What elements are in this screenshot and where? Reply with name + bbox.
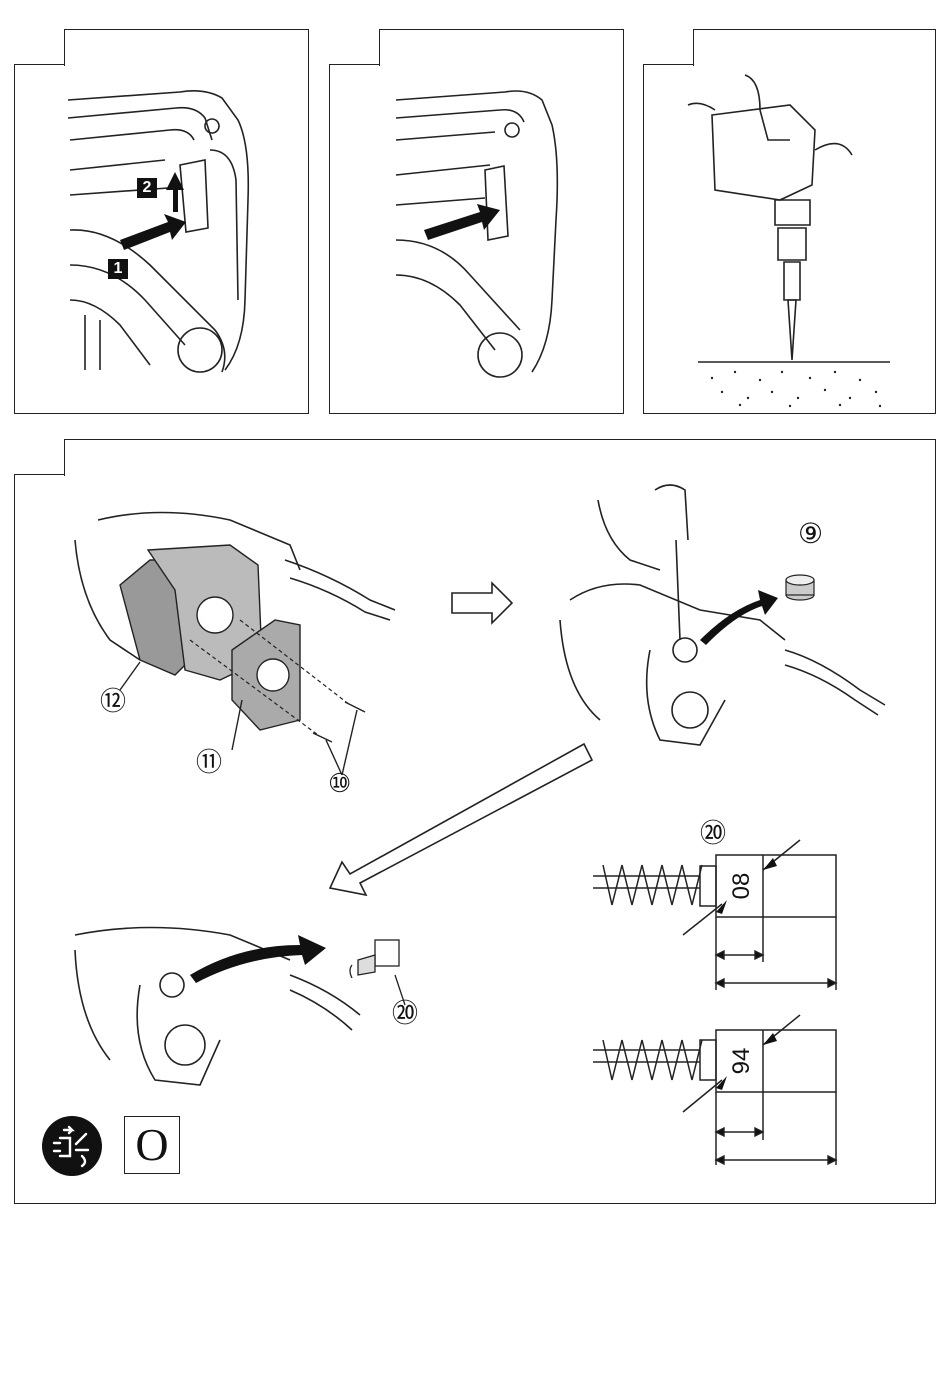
callout-brush: ⑳ [392,998,418,1028]
panel-brush-replacement-tab [64,439,936,476]
zero-box: O [124,1116,180,1174]
panel-switch-release [329,64,624,414]
brush-new-length-mark: 08 [728,866,756,906]
brush-worn-length-mark: 94 [728,1041,756,1081]
step-2-badge: 2 [137,178,157,198]
panel-switch-lock [14,64,309,414]
callout-cover: ⑫ [100,686,126,716]
panel-chiseling [643,64,936,414]
callout-plate: ⑪ [196,747,222,777]
panel-switch-release-tab [379,29,624,66]
panel-brush-replacement [14,474,936,1204]
callout-screws: ⑩ [328,768,351,798]
callout-brush-gauge: ⑳ [700,818,726,848]
panel-chiseling-tab [693,29,936,66]
step-1-badge: 1 [108,259,128,279]
callout-cap: ⑨ [798,518,823,550]
unplug-icon-glyph [42,1116,102,1176]
panel-switch-lock-tab [64,29,309,66]
unplug-icon [42,1116,102,1176]
